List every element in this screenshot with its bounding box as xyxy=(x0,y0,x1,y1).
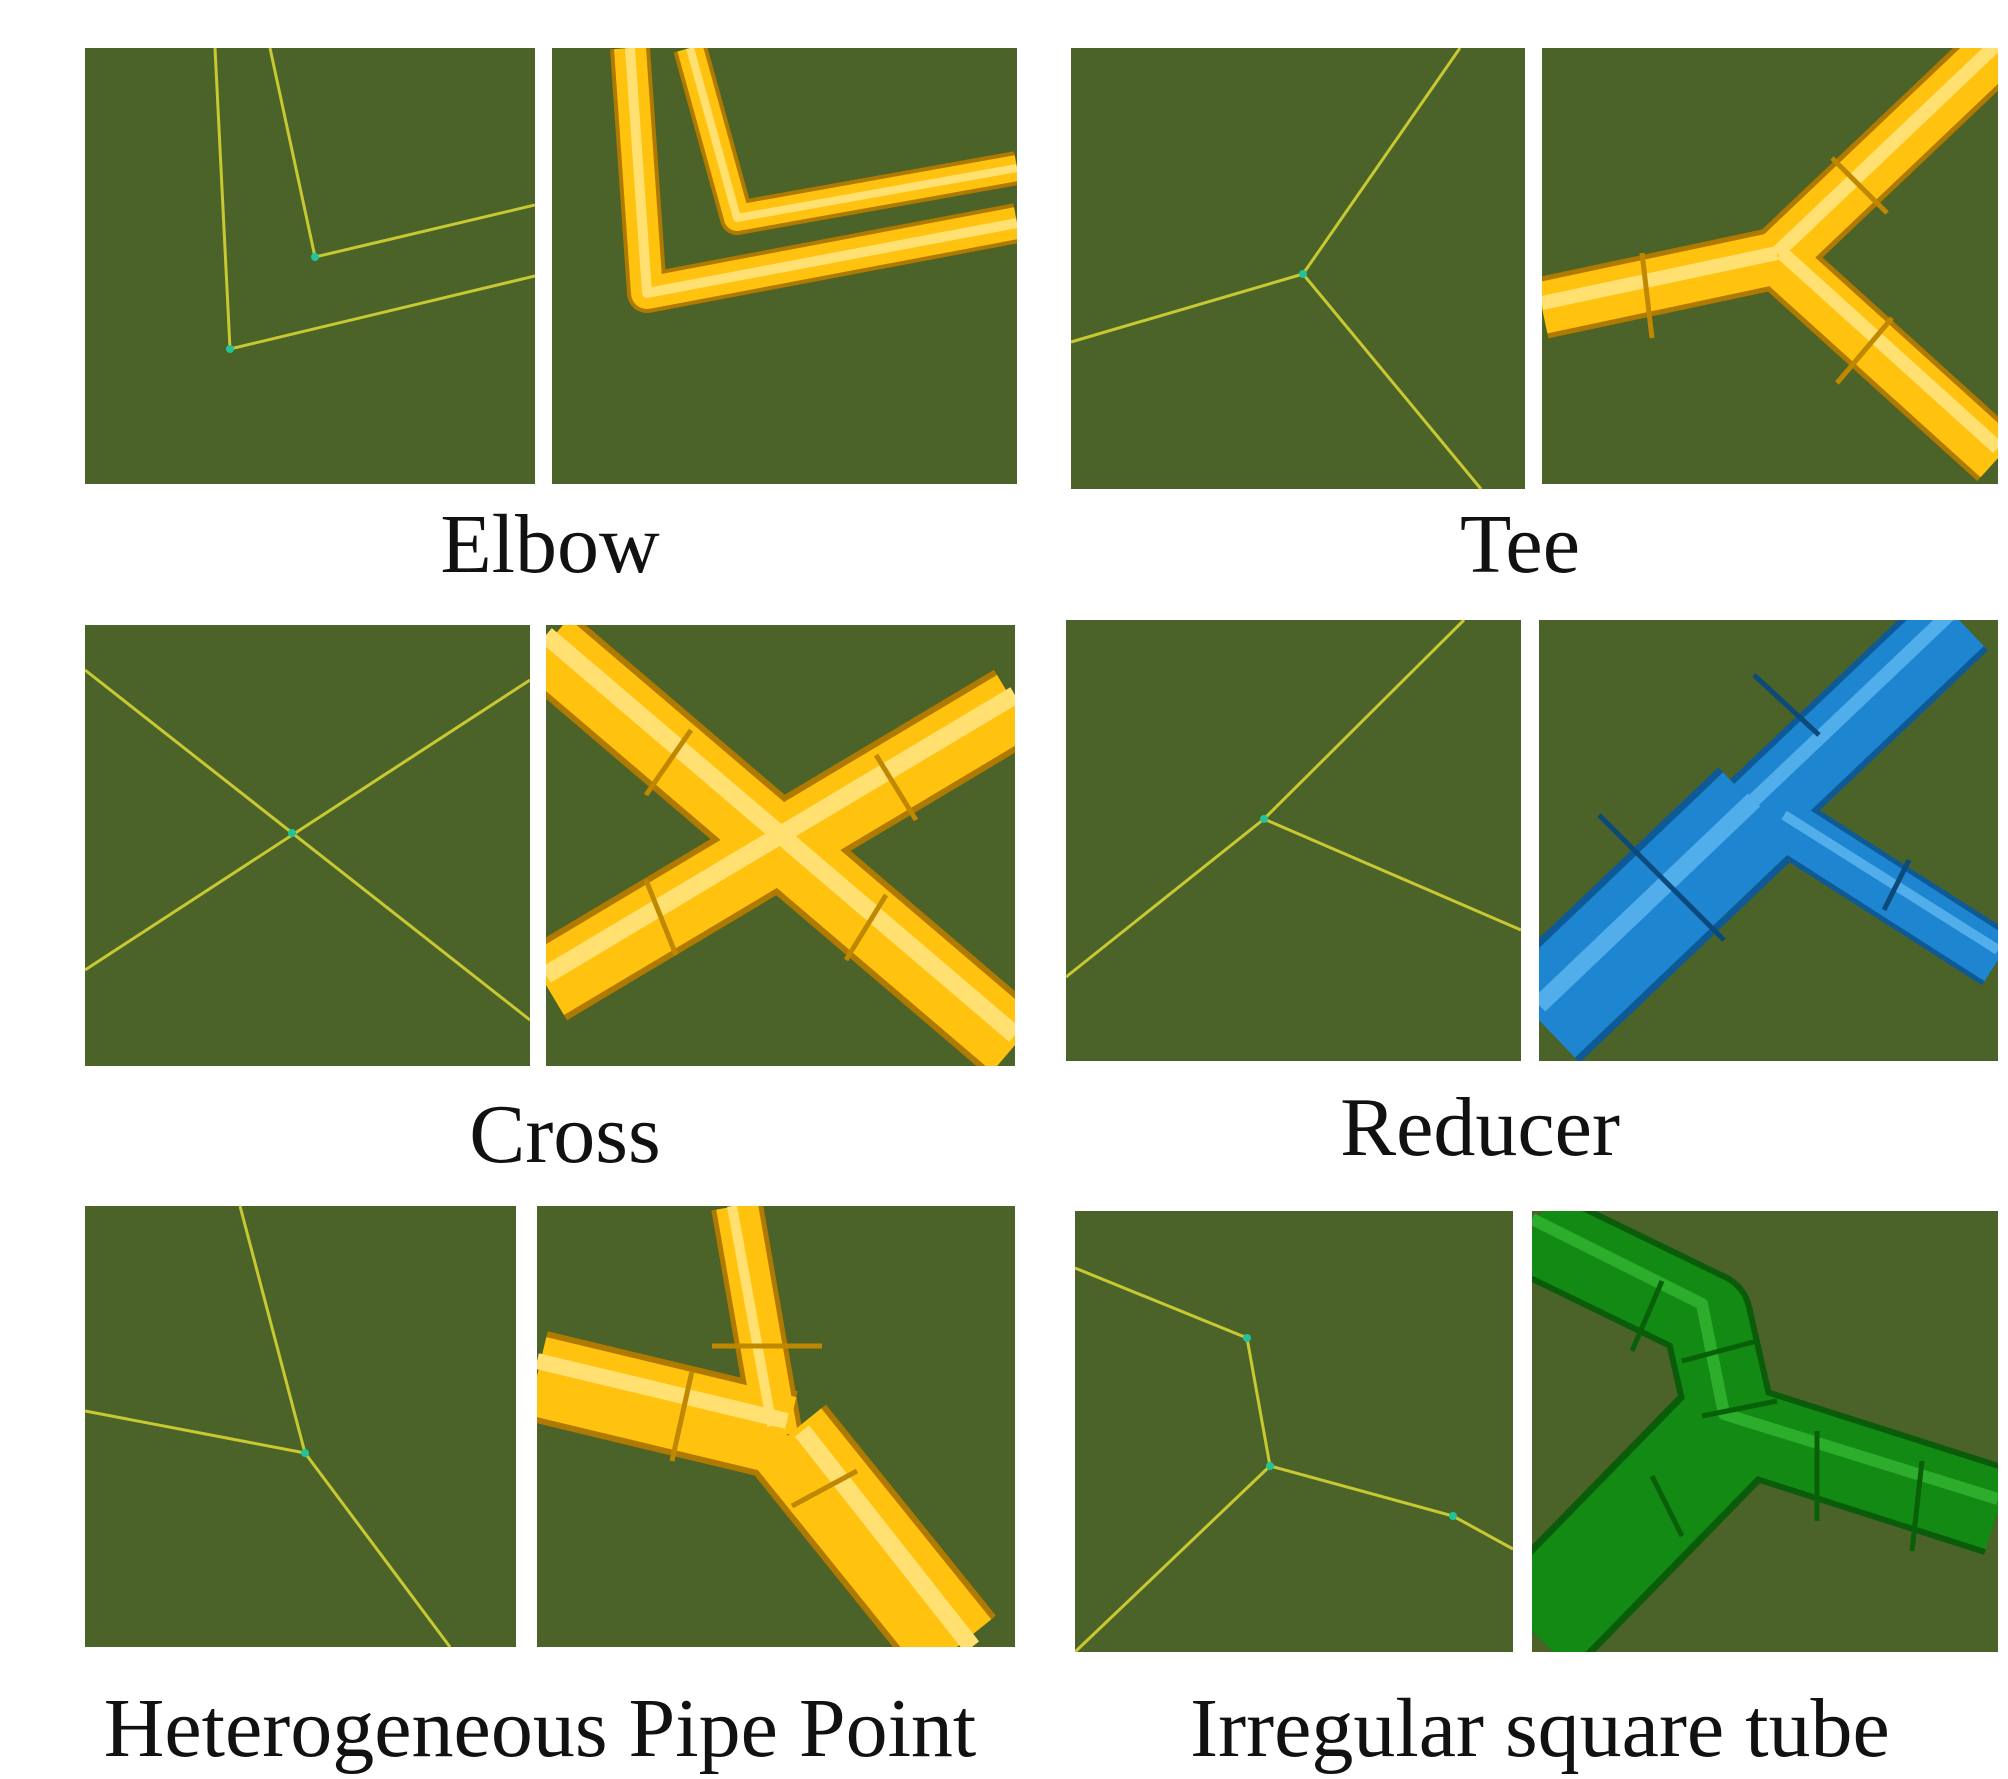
irregular-centerline-panel xyxy=(1075,1211,1513,1652)
caption-tee: Tee xyxy=(1459,498,1580,591)
tee-node xyxy=(1299,270,1307,278)
irregular-node-right xyxy=(1449,1512,1457,1520)
cross-centerlines xyxy=(85,668,530,1022)
caption-elbow: Elbow xyxy=(440,498,660,591)
irregular-pipe-panel xyxy=(1532,1211,1998,1652)
tee-pipes xyxy=(1542,48,1998,481)
heterogeneous-centerlines xyxy=(85,1206,452,1647)
caption-heterogeneous: Heterogeneous Pipe Point xyxy=(103,1682,977,1775)
heterogeneous-collars xyxy=(669,1343,859,1509)
tee-pipe-svg xyxy=(1542,48,1998,481)
reducer-centerline-panel xyxy=(1066,620,1521,1061)
tee-pipe-panel xyxy=(1542,48,1998,484)
elbow-centerlines xyxy=(213,48,535,351)
reducer-pipe-panel xyxy=(1539,620,1998,1061)
heterogeneous-node xyxy=(301,1449,309,1457)
elbow-node-inner xyxy=(311,253,319,261)
reducer-centerline-svg xyxy=(1066,620,1521,979)
heterogeneous-pipe-panel xyxy=(537,1206,1015,1647)
irregular-node-upper xyxy=(1243,1334,1251,1342)
heterogeneous-pipes xyxy=(537,1206,996,1647)
cross-pipes xyxy=(546,625,1015,1066)
cross-collars xyxy=(643,728,919,962)
irregular-pipe-svg xyxy=(1532,1211,1998,1652)
heterogeneous-centerline-panel xyxy=(85,1206,516,1647)
heterogeneous-pipe-svg xyxy=(537,1206,996,1647)
elbow-pipe-panel xyxy=(552,48,1017,484)
cross-centerline-svg xyxy=(85,668,530,1022)
irregular-pipes xyxy=(1532,1211,1998,1652)
tee-centerline-svg xyxy=(1071,48,1483,489)
reducer-pipe-svg xyxy=(1539,620,1998,1061)
reducer-node xyxy=(1260,815,1268,823)
reducer-centerlines xyxy=(1066,620,1521,979)
elbow-pipes xyxy=(610,48,1017,313)
tee-centerline-panel xyxy=(1071,48,1525,489)
heterogeneous-centerline-svg xyxy=(85,1206,452,1647)
irregular-centerlines xyxy=(1075,1266,1513,1652)
elbow-centerline-svg xyxy=(213,48,535,353)
reducer-pipes xyxy=(1539,620,1998,1061)
elbow-centerline-panel xyxy=(85,48,535,484)
elbow-pipe-svg xyxy=(610,48,1017,313)
tee-collars xyxy=(1639,156,1894,385)
cross-node xyxy=(288,829,296,837)
caption-irregular: Irregular square tube xyxy=(1190,1682,1890,1775)
cross-centerline-panel xyxy=(85,625,530,1066)
caption-cross: Cross xyxy=(469,1088,661,1181)
cross-pipe-svg xyxy=(546,625,1015,1066)
cross-pipe-panel xyxy=(546,625,1015,1066)
tee-centerlines xyxy=(1071,48,1483,489)
reducer-collars xyxy=(1597,673,1912,942)
elbow-node-outer xyxy=(226,345,234,353)
caption-reducer: Reducer xyxy=(1340,1081,1620,1174)
irregular-centerline-svg xyxy=(1075,1266,1513,1652)
irregular-collars xyxy=(1629,1280,1925,1552)
irregular-node-center xyxy=(1266,1462,1274,1470)
